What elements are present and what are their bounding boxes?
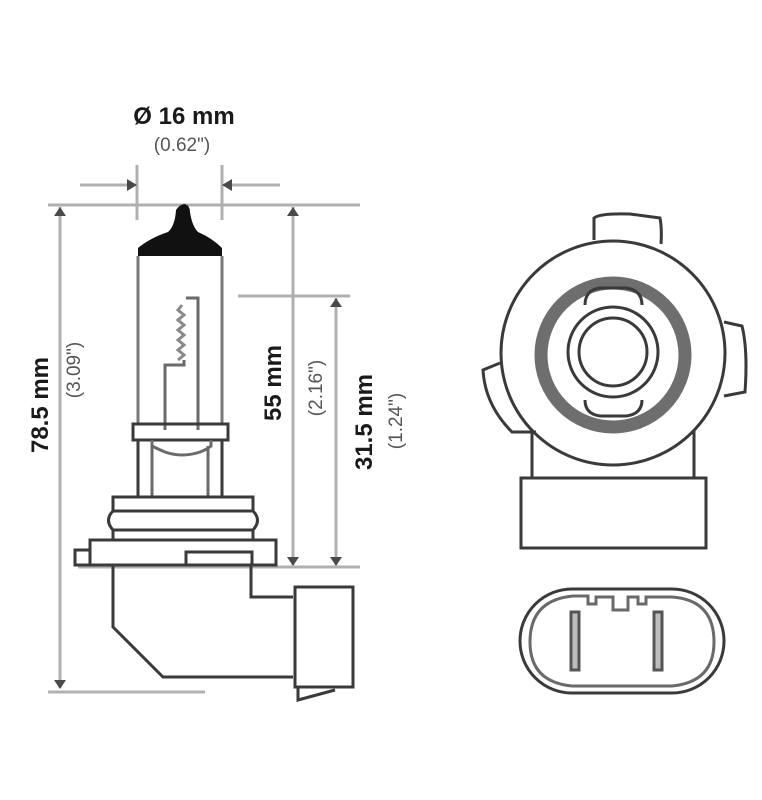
bulb-tip (138, 204, 222, 256)
overall-length-metric-label: 78.5 mm (27, 357, 54, 453)
connector-pin-right (652, 610, 664, 672)
dimension-lines (48, 165, 360, 694)
base-height-metric-label: 31.5 mm (351, 374, 378, 470)
overall-length-imperial-label: (3.09") (64, 342, 85, 398)
dimension-labels: Ø 16 mm (0.62") 78.5 mm (3.09") 55 mm (2… (27, 103, 407, 470)
connector-end-view (518, 587, 726, 695)
light-center-imperial-label: (2.16") (306, 360, 327, 416)
diameter-imperial-label: (0.62") (154, 135, 210, 156)
base-height-imperial-label: (1.24") (386, 393, 407, 449)
side-view (73, 204, 355, 702)
filament (163, 296, 200, 430)
light-center-metric-label: 55 mm (260, 345, 287, 421)
diameter-metric-label: Ø 16 mm (133, 103, 234, 130)
connector-pin-left (569, 610, 581, 672)
front-view (481, 212, 748, 550)
